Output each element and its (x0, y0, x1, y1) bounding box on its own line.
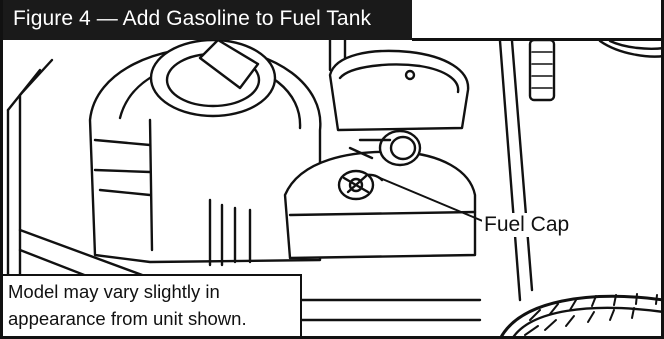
figure-title: Figure 4 — Add Gasoline to Fuel Tank (13, 7, 371, 31)
note-line: appearance from unit shown. (8, 308, 247, 330)
note-line: Model may vary slightly in (8, 281, 220, 303)
model-variation-note: Model may vary slightly in appearance fr… (0, 274, 302, 339)
fuel-cap-callout-label: Fuel Cap (482, 213, 571, 237)
figure-border-top (412, 38, 664, 41)
figure-title-bar: Figure 4 — Add Gasoline to Fuel Tank (0, 0, 412, 40)
